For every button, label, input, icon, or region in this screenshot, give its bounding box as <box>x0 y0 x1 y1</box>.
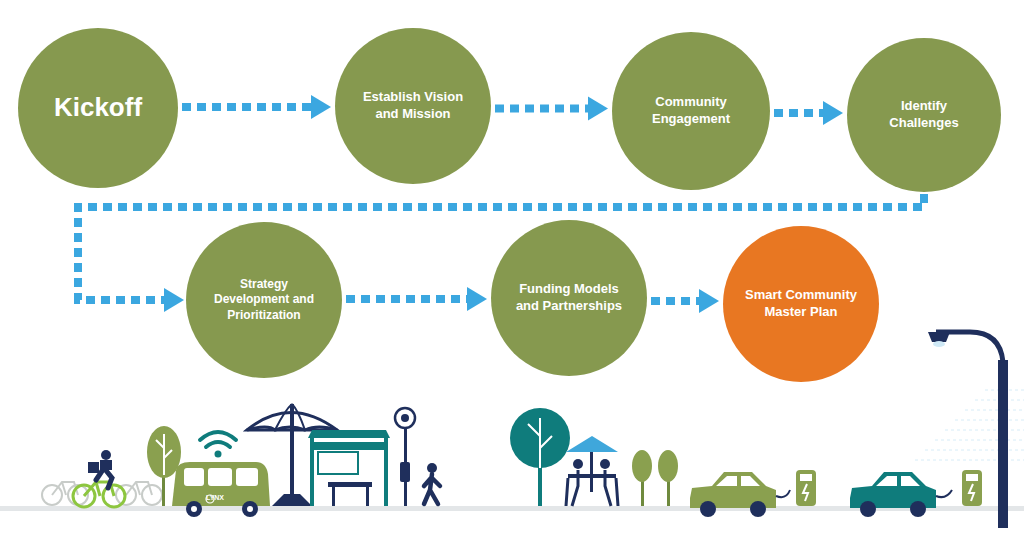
step-circle: Establish Vision and Mission <box>335 28 491 184</box>
step-circle: Smart Community Master Plan <box>723 226 879 382</box>
step-label: Establish Vision and Mission <box>335 89 491 123</box>
arrow-head <box>699 289 719 313</box>
dotted-line <box>346 295 471 303</box>
arrow-head <box>588 97 608 121</box>
dotted-arrow <box>346 287 487 311</box>
dotted-line <box>182 103 315 111</box>
step-circle: Funding Models and Partnerships <box>491 220 647 376</box>
arrow-head <box>311 95 331 119</box>
dotted-arrow <box>182 95 331 119</box>
step-label: Identify Challenges <box>847 98 1001 132</box>
step-circle: Kickoff <box>18 28 178 188</box>
arrow-head <box>467 287 487 311</box>
step-circle: Strategy Development and Prioritization <box>186 222 342 378</box>
step-label: Community Engagement <box>612 94 770 128</box>
dotted-line <box>774 109 827 117</box>
arrow-head <box>823 101 843 125</box>
step-circle: Identify Challenges <box>847 38 1001 192</box>
bus-logo-text: LYNX <box>206 494 224 501</box>
dotted-line <box>651 297 703 305</box>
step-label: Kickoff <box>32 91 164 125</box>
dotted-arrow <box>495 97 608 121</box>
step-label: Smart Community Master Plan <box>723 287 879 321</box>
step-label: Funding Models and Partnerships <box>491 281 647 315</box>
dotted-line <box>495 105 592 113</box>
dotted-arrow <box>774 101 843 125</box>
dotted-arrow <box>651 289 719 313</box>
step-circle: Community Engagement <box>612 32 770 190</box>
step-label: Strategy Development and Prioritization <box>186 277 342 324</box>
arrow-head <box>164 288 184 312</box>
